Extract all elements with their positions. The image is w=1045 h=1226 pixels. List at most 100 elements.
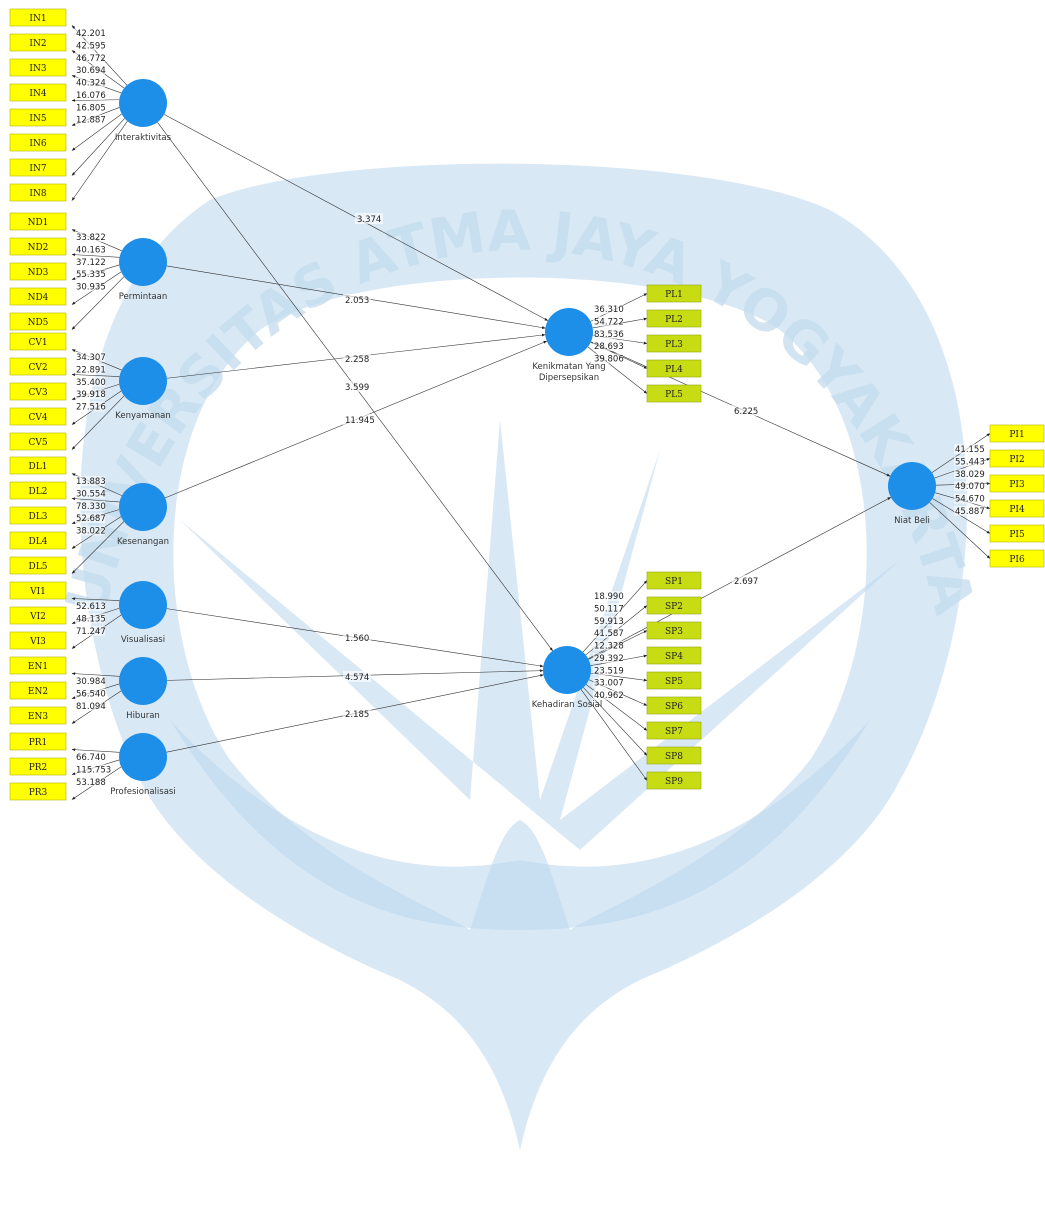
indicator-label: EN2	[28, 687, 48, 697]
indicator-box-vi3[interactable]	[9, 631, 67, 650]
indicator-box-pl1[interactable]	[646, 284, 702, 303]
indicator-box-pi1[interactable]	[989, 424, 1045, 443]
loading-value: 53.188	[76, 778, 106, 788]
indicator-label: SP2	[665, 602, 683, 612]
indicator-box-cv1[interactable]	[9, 332, 67, 351]
indicator-box-pi4[interactable]	[989, 499, 1045, 518]
loading-value-bg	[593, 316, 623, 327]
loading-value-bg	[593, 341, 623, 352]
loading-value: 55.335	[76, 270, 106, 280]
indicator-label: PL3	[665, 340, 683, 350]
indicator-box-pl4[interactable]	[646, 359, 702, 378]
indicator-box-cv3[interactable]	[9, 382, 67, 401]
indicator-box-dl1[interactable]	[9, 456, 67, 475]
loading-value-bg	[75, 364, 105, 375]
indicator-box-nd2[interactable]	[9, 237, 67, 256]
construct-node-pl[interactable]	[545, 308, 593, 356]
indicator-box-en1[interactable]	[9, 656, 67, 675]
indicator-box-in4[interactable]	[9, 83, 67, 102]
indicator-box-sp1[interactable]	[646, 571, 702, 590]
path-value-bg	[355, 213, 383, 224]
indicator-box-pr1[interactable]	[9, 732, 67, 751]
indicator-box-dl2[interactable]	[9, 481, 67, 500]
indicator-box-sp8[interactable]	[646, 746, 702, 765]
indicator-box-pl5[interactable]	[646, 384, 702, 403]
loading-value: 23.519	[594, 666, 624, 676]
indicator-box-in6[interactable]	[9, 133, 67, 152]
indicator-box-sp9[interactable]	[646, 771, 702, 790]
construct-node-en[interactable]	[119, 657, 167, 705]
loading-value: 49.070	[955, 482, 985, 492]
indicator-label: DL2	[29, 487, 48, 497]
indicator-box-nd5[interactable]	[9, 312, 67, 331]
indicator-label: CV1	[28, 338, 47, 348]
loading-value: 18.990	[594, 592, 624, 602]
construct-label: Kehadiran Sosial	[532, 700, 602, 710]
construct-node-dl[interactable]	[119, 483, 167, 531]
indicator-label: PI1	[1009, 430, 1024, 440]
construct-label: Kesenangan	[117, 537, 169, 547]
indicator-box-cv2[interactable]	[9, 357, 67, 376]
indicator-box-cv5[interactable]	[9, 432, 67, 451]
loading-value-bg	[75, 256, 105, 267]
construct-node-pr[interactable]	[119, 733, 167, 781]
indicator-box-pr3[interactable]	[9, 782, 67, 801]
indicator-box-pr2[interactable]	[9, 757, 67, 776]
construct-label: Visualisasi	[121, 635, 165, 645]
indicator-box-in5[interactable]	[9, 108, 67, 127]
indicator-box-dl3[interactable]	[9, 506, 67, 525]
indicator-box-sp4[interactable]	[646, 646, 702, 665]
indicator-box-in7[interactable]	[9, 158, 67, 177]
indicator-box-cv4[interactable]	[9, 407, 67, 426]
indicator-box-en3[interactable]	[9, 706, 67, 725]
indicator-box-nd4[interactable]	[9, 287, 67, 306]
loading-value-bg	[75, 352, 105, 362]
indicator-box-sp7[interactable]	[646, 721, 702, 740]
indicator-box-en2[interactable]	[9, 681, 67, 700]
indicator-box-vi1[interactable]	[9, 581, 67, 600]
indicator-box-pi5[interactable]	[989, 524, 1045, 543]
indicator-box-pi6[interactable]	[989, 549, 1045, 568]
loading-value: 33.007	[594, 679, 624, 689]
indicator-box-vi2[interactable]	[9, 606, 67, 625]
indicator-label: DL4	[29, 537, 48, 547]
construct-node-pi[interactable]	[888, 462, 936, 510]
construct-node-nd[interactable]	[119, 238, 167, 286]
indicator-box-nd1[interactable]	[9, 212, 67, 231]
indicator-box-sp3[interactable]	[646, 621, 702, 640]
indicator-box-pl2[interactable]	[646, 309, 702, 328]
indicator-box-pi3[interactable]	[989, 474, 1045, 493]
indicator-box-nd3[interactable]	[9, 262, 67, 281]
path-value-bg	[343, 414, 371, 425]
loading-value: 41.155	[955, 445, 985, 455]
indicator-box-in8[interactable]	[9, 183, 67, 202]
construct-label: Kenyamanan	[115, 411, 170, 421]
loading-value-bg	[593, 690, 623, 700]
indicator-box-in1[interactable]	[9, 8, 67, 27]
indicator-box-dl5[interactable]	[9, 556, 67, 575]
indicator-label: SP9	[665, 777, 683, 787]
indicator-label: CV4	[28, 413, 47, 423]
indicator-box-sp5[interactable]	[646, 671, 702, 690]
loading-value-bg	[75, 500, 105, 511]
construct-node-sp[interactable]	[543, 646, 591, 694]
construct-node-vi[interactable]	[119, 581, 167, 629]
path-coefficient: 3.374	[357, 215, 381, 225]
indicator-box-dl4[interactable]	[9, 531, 67, 550]
construct-node-in[interactable]	[119, 79, 167, 127]
loading-value-bg	[954, 481, 984, 492]
loading-value-bg	[593, 652, 623, 663]
construct-node-cv[interactable]	[119, 357, 167, 405]
loading-value: 71.247	[76, 627, 106, 637]
indicator-box-pl3[interactable]	[646, 334, 702, 353]
indicator-box-in3[interactable]	[9, 58, 67, 77]
indicator-box-in2[interactable]	[9, 33, 67, 52]
path-coefficient: 1.560	[345, 634, 369, 644]
loading-value: 40.163	[76, 245, 106, 255]
indicator-label: PI2	[1009, 455, 1024, 465]
indicator-box-pi2[interactable]	[989, 449, 1045, 468]
indicator-box-sp2[interactable]	[646, 596, 702, 615]
loading-value-bg	[75, 625, 105, 636]
loading-arrow	[71, 118, 125, 176]
indicator-box-sp6[interactable]	[646, 696, 702, 715]
